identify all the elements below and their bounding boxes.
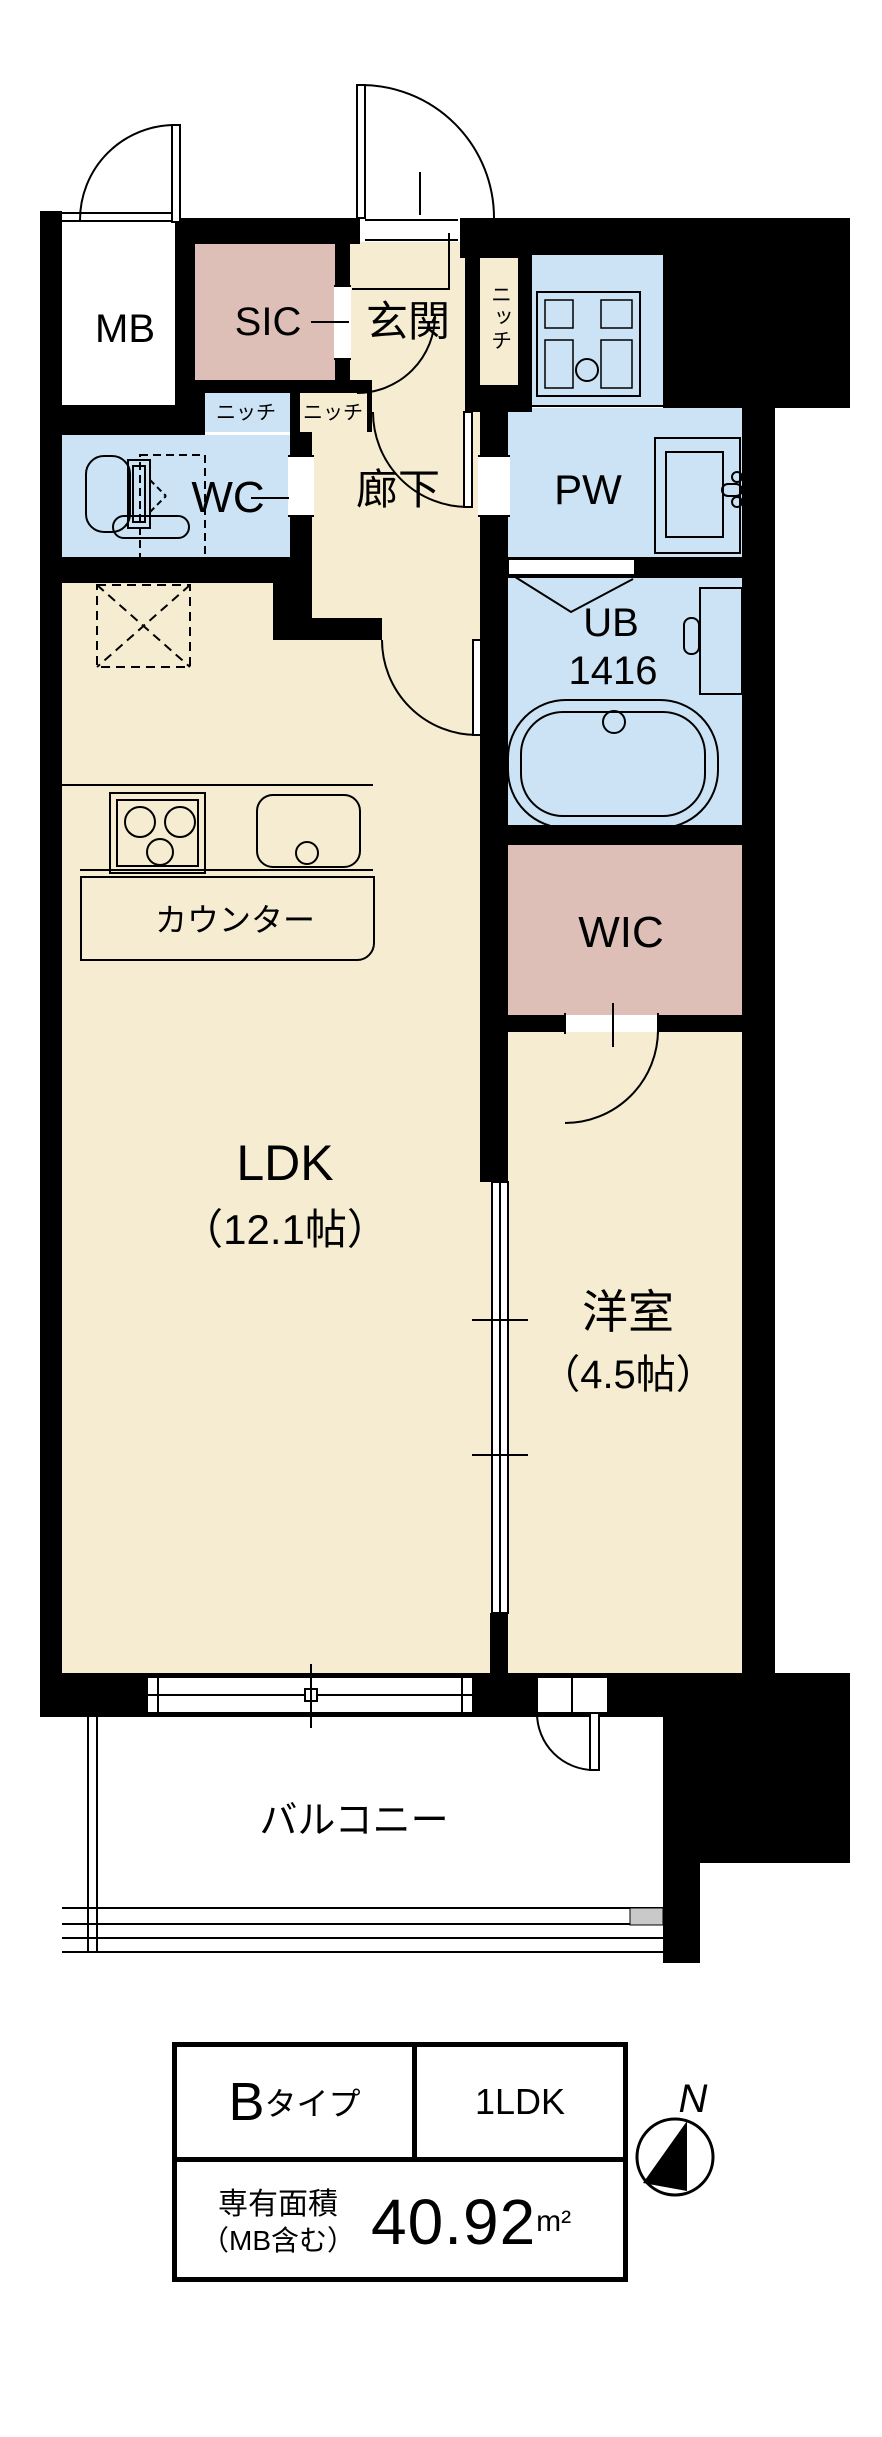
wall-segment bbox=[465, 242, 480, 412]
wall-segment bbox=[508, 825, 742, 845]
room-label-genkan: 玄関 bbox=[365, 298, 451, 345]
room-wic bbox=[508, 845, 742, 1015]
wall-segment bbox=[175, 218, 360, 244]
wall-segment bbox=[663, 1673, 850, 1863]
wall-segment bbox=[40, 1673, 742, 1717]
spec-row-area: 専有面積 （MB含む） 40.92 m² bbox=[177, 2162, 623, 2282]
wall-segment bbox=[508, 1015, 742, 1032]
wall-segment bbox=[518, 218, 532, 412]
wall-segment bbox=[490, 1613, 508, 1680]
room-label-wic: WIC bbox=[578, 908, 664, 957]
entrance-door-icon bbox=[356, 84, 495, 241]
wall-segment bbox=[175, 218, 195, 408]
wall-segment bbox=[40, 211, 62, 1713]
wall-segment bbox=[742, 408, 775, 1680]
wall-segment bbox=[273, 557, 312, 640]
room-label-balcony: バルコニー bbox=[259, 1800, 449, 1842]
room-label-ub: UB bbox=[583, 601, 639, 645]
wall-segment bbox=[310, 618, 382, 640]
mb-door-icon bbox=[62, 124, 181, 223]
room-label-bedroom: 洋室 bbox=[582, 1286, 674, 1338]
type-suffix: タイプ bbox=[264, 2086, 361, 2122]
niche-hall-recess bbox=[300, 393, 367, 432]
niche-label-hall: ニッチ bbox=[303, 402, 363, 424]
room-label-bedroom-size: （4.5帖） bbox=[540, 1353, 716, 1397]
wall-segment bbox=[335, 242, 350, 393]
area-value: 40.92 bbox=[371, 2186, 537, 2258]
room-ldk bbox=[62, 583, 492, 1673]
room-label-ldk: LDK bbox=[236, 1135, 334, 1191]
niche-wc-recess bbox=[205, 393, 290, 432]
room-pw bbox=[508, 408, 742, 557]
room-label-counter: カウンター bbox=[154, 902, 316, 938]
room-label-mb: MB bbox=[95, 307, 155, 351]
room-label-wc: WC bbox=[191, 473, 265, 522]
room-label-pw: PW bbox=[554, 466, 622, 513]
area-label-line1: 専有面積 bbox=[218, 2187, 338, 2221]
area-label-line2: （MB含む） bbox=[201, 2225, 356, 2257]
niche-label-wc: ニッチ bbox=[216, 402, 276, 424]
wall-segment bbox=[480, 410, 508, 1182]
room-label-ub-size: 1416 bbox=[568, 649, 658, 693]
area-label: 専有面積 （MB含む） bbox=[201, 2186, 355, 2259]
wall-segment bbox=[40, 405, 205, 435]
niche-entry-recess bbox=[480, 258, 518, 385]
compass-north-label: N bbox=[679, 2077, 708, 2121]
room-mb bbox=[62, 218, 175, 408]
room-laundry bbox=[532, 255, 663, 406]
room-label-hallway: 廊下 bbox=[355, 466, 441, 513]
compass-icon: N bbox=[635, 2077, 715, 2197]
room-label-ldk-size: （12.1帖） bbox=[181, 1206, 389, 1253]
wall-segment bbox=[663, 218, 850, 408]
room-label-sic: SIC bbox=[234, 300, 302, 344]
layout-cell: 1LDK bbox=[417, 2047, 623, 2157]
niche-label-entry: ニッチ bbox=[488, 283, 512, 353]
room-bedroom bbox=[508, 1032, 742, 1673]
wall-segment bbox=[480, 385, 518, 412]
wall-segment bbox=[508, 557, 742, 578]
wall-segment bbox=[663, 1863, 700, 1963]
layout-value: 1LDK bbox=[474, 2081, 566, 2122]
counter-outline bbox=[80, 876, 375, 961]
room-sic bbox=[195, 242, 335, 392]
wall-segment bbox=[40, 557, 310, 583]
area-unit: m² bbox=[536, 2205, 572, 2238]
type-letter: B bbox=[228, 2072, 265, 2132]
